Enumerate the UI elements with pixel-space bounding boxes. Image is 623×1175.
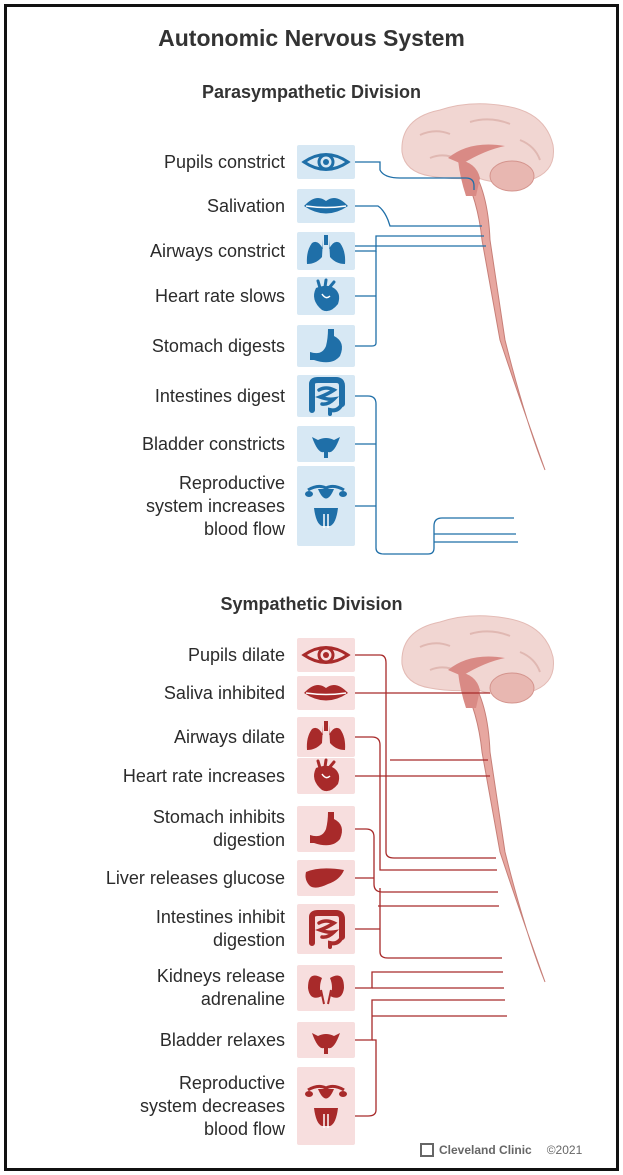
footer-credit: Cleveland Clinic ©2021 <box>420 1143 582 1157</box>
nerve-line <box>355 396 514 554</box>
spinal-cord <box>462 677 545 982</box>
nerve-line <box>355 972 503 988</box>
nerve-line <box>355 1000 505 1040</box>
nerve-line <box>380 888 502 958</box>
footer-brand: Cleveland Clinic <box>439 1143 532 1157</box>
nerve-line <box>355 236 484 251</box>
cerebellum <box>490 673 534 703</box>
cerebellum <box>490 161 534 191</box>
nerve-line <box>355 829 498 892</box>
footer-copyright: ©2021 <box>547 1143 583 1157</box>
nerve-line <box>355 737 497 870</box>
cleveland-clinic-logo-icon <box>420 1143 434 1157</box>
spinal-cord <box>462 165 545 470</box>
nerve-line <box>355 206 482 226</box>
brain-spinal-cord-illustration <box>402 104 554 470</box>
nerve-line <box>355 251 376 346</box>
nerve-line <box>355 1040 376 1116</box>
brain-spinal-cord-illustration <box>402 616 554 982</box>
